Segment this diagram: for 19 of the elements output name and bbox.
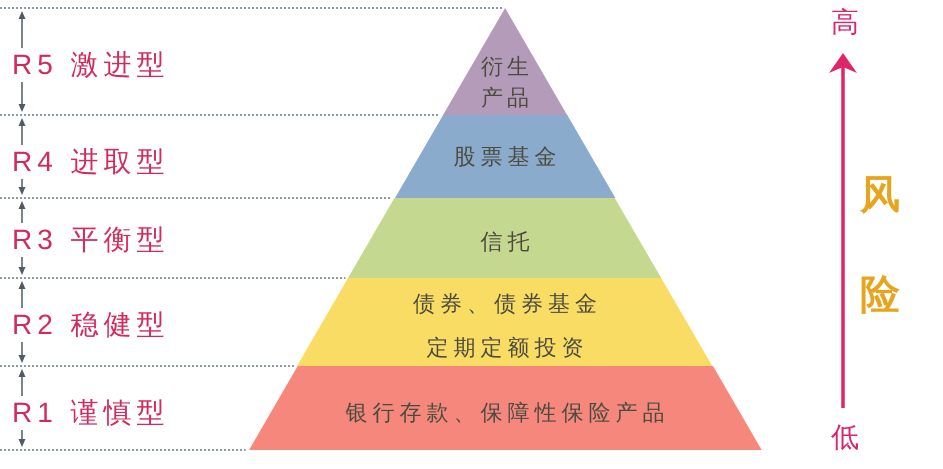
tier-label: 银行存款、保障性保险产品 (344, 399, 670, 427)
risk-level-label: R2 稳健型 (12, 308, 170, 342)
axis-end-label: 低 (831, 422, 859, 454)
risk-level-label: R5 激进型 (12, 48, 170, 82)
tier-label: 信托 (479, 228, 534, 256)
pyramid-tier (348, 198, 662, 278)
pyramid-tier (297, 278, 713, 366)
pyramid-tier (248, 366, 762, 450)
pyramid-tier (442, 8, 568, 115)
risk-level-label: R4 进取型 (12, 145, 170, 179)
tier-label: 衍生产品 (480, 53, 534, 112)
tier-label: 定期定额投资 (425, 334, 588, 362)
risk-level-label: R3 平衡型 (12, 223, 170, 257)
axis-title: 风险 (860, 174, 900, 316)
tier-label: 股票基金 (452, 143, 562, 171)
axis-end-label: 高 (831, 8, 859, 38)
pyramid-tier (394, 115, 616, 198)
risk-level-label: R1 谨慎型 (12, 396, 170, 430)
tier-label: 债券、债券基金 (412, 290, 602, 318)
